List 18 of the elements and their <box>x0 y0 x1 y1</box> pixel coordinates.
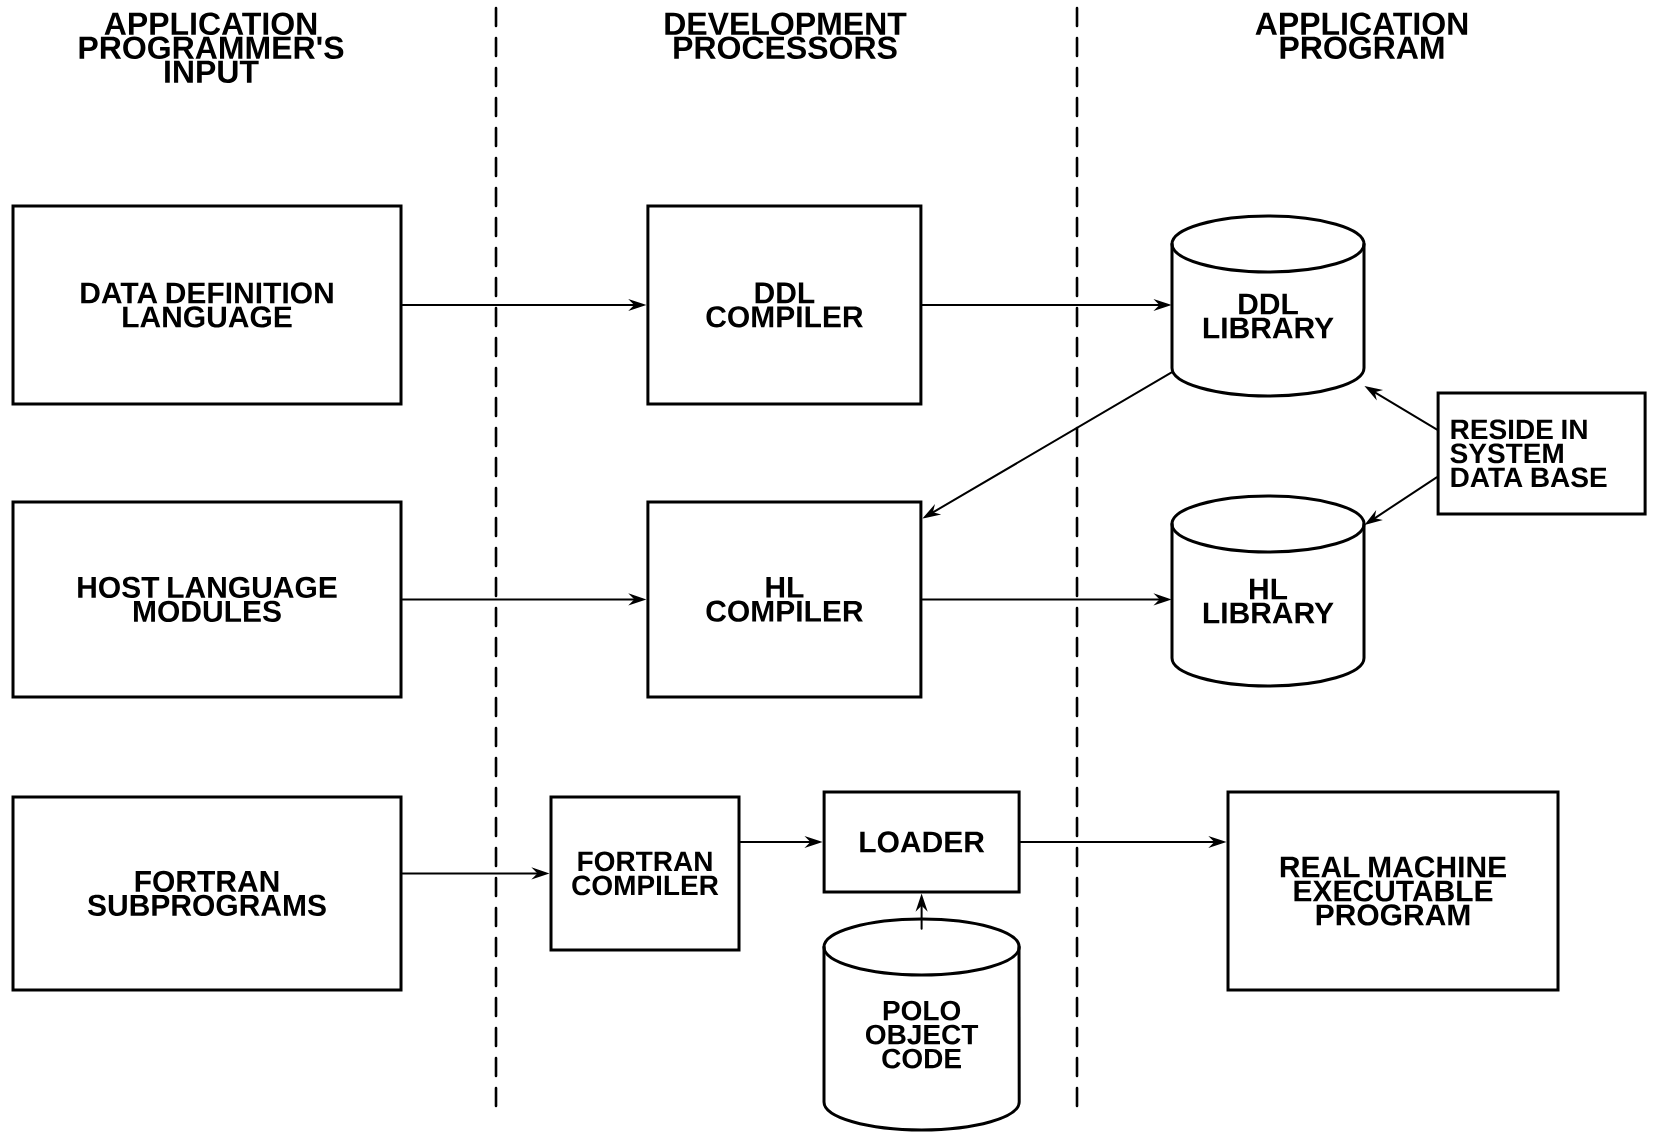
column-heading: APPLICATION PROGRAMMER'S INPUT <box>79 12 344 84</box>
storage-cylinder: HL LIBRARY <box>1170 494 1366 688</box>
process-box: HOST LANGUAGE MODULES <box>11 500 403 699</box>
column-heading: APPLICATION PROGRAM <box>1255 12 1468 60</box>
node-label: POLO OBJECT CODE <box>865 1000 979 1069</box>
storage-cylinder: DDL LIBRARY <box>1170 214 1366 398</box>
process-box: FORTRAN COMPILER <box>549 795 741 952</box>
node-label: HL LIBRARY <box>1203 578 1334 624</box>
process-box: REAL MACHINE EXECUTABLE PROGRAM <box>1226 790 1560 992</box>
process-box: LOADER <box>822 790 1021 894</box>
node-label: DDL LIBRARY <box>1203 293 1334 339</box>
process-box: FORTRAN SUBPROGRAMS <box>11 795 403 992</box>
process-box: DDL COMPILER <box>646 204 923 406</box>
process-box: HL COMPILER <box>646 500 923 699</box>
process-box: RESIDE IN SYSTEM DATA BASE <box>1436 391 1647 516</box>
storage-cylinder: POLO OBJECT CODE <box>822 917 1021 1132</box>
process-box: DATA DEFINITION LANGUAGE <box>11 204 403 406</box>
column-heading: DEVELOPMENT PROCESSORS <box>665 12 907 60</box>
